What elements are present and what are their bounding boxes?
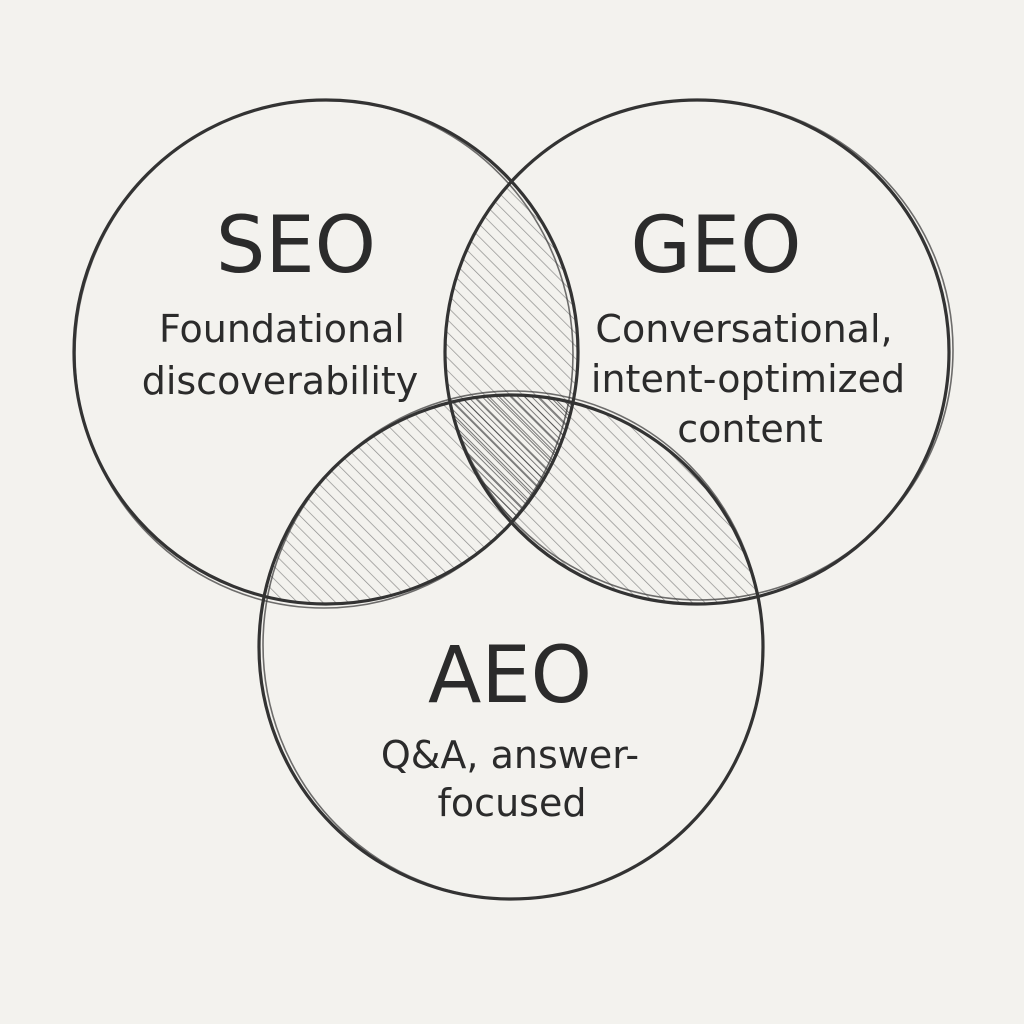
aeo-description-line-1: Q&A, answer- xyxy=(381,733,639,777)
circle-seo xyxy=(72,98,580,609)
geo-description-line-2: intent-optimized xyxy=(591,357,905,401)
geo-description-line-3: content xyxy=(677,407,823,451)
circle-geo xyxy=(443,98,954,606)
geo-description-line-1: Conversational, xyxy=(595,307,892,351)
geo-title: GEO xyxy=(630,201,801,291)
circle-aeo xyxy=(257,390,765,901)
seo-title: SEO xyxy=(216,201,376,291)
aeo-title: AEO xyxy=(428,631,592,721)
aeo-description-line-2: focused xyxy=(438,781,587,825)
seo-description-line-1: Foundational xyxy=(159,307,405,351)
seo-description-line-2: discoverability xyxy=(142,359,419,403)
